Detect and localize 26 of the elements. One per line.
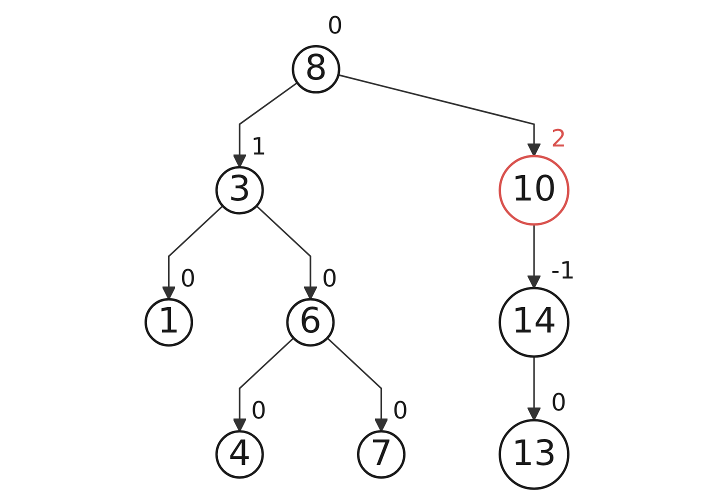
arrow <box>527 356 542 421</box>
balance-factor-label: 0 <box>251 396 266 425</box>
tree-node-circle: 1 <box>144 298 194 347</box>
tree-node-circle: 6 <box>286 298 335 347</box>
balance-factor-label: 0 <box>392 396 408 425</box>
arrow <box>232 337 294 432</box>
arrow <box>162 205 224 300</box>
balance-factor-label: 2 <box>551 124 566 152</box>
balance-factor-label: 0 <box>551 388 566 417</box>
balance-factor-label: 1 <box>251 132 266 160</box>
tree-node-circle: 3 <box>215 166 264 214</box>
balance-factor-label: 0 <box>322 264 338 293</box>
tree-node-circle: 10 <box>498 154 570 226</box>
tree-node-circle: 7 <box>357 430 406 479</box>
tree-node-circle: 13 <box>498 419 570 490</box>
arrow <box>338 74 542 157</box>
balance-factor-label: 0 <box>180 264 196 293</box>
arrow <box>232 82 298 168</box>
arrow <box>256 205 318 300</box>
tree-node-circle: 4 <box>215 430 264 479</box>
balance-factor-label: -1 <box>551 256 575 285</box>
arrow <box>326 337 388 432</box>
tree-node-circle: 14 <box>498 286 570 358</box>
balance-factor-label: 0 <box>328 11 343 40</box>
tree-node-circle: 8 <box>292 45 340 94</box>
arrow <box>527 224 542 289</box>
